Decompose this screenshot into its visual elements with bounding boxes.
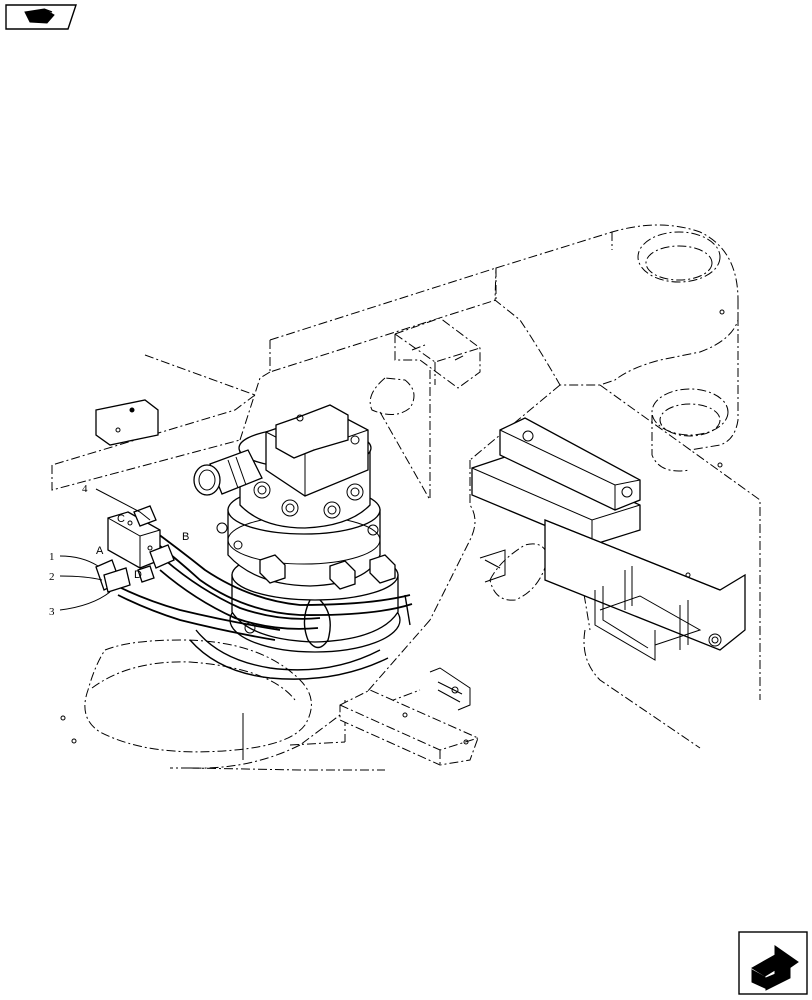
callout-2: 2 [49,571,55,583]
mount-block [394,317,481,389]
port-label-c: C [117,513,125,525]
book-nav-icon[interactable] [5,4,77,30]
port-label-b: B [182,531,189,543]
port-label-d: D [134,569,142,581]
floor-bracket-1 [479,549,506,583]
leader-lines [59,309,725,760]
floor-bracket-2 [429,667,471,711]
callout-1: 1 [49,551,55,563]
swing-motor [193,404,401,653]
callout-3: 3 [49,606,55,618]
right-support-arm [471,417,746,661]
lower-step-plate [339,689,479,766]
callout-4: 4 [82,483,88,495]
next-page-arrow-icon[interactable] [738,931,808,995]
left-bracket [95,399,159,446]
port-label-a: A [96,545,104,557]
port-manifold [95,505,175,593]
hydraulic-hoses [114,527,413,680]
swing-frame [51,224,761,771]
